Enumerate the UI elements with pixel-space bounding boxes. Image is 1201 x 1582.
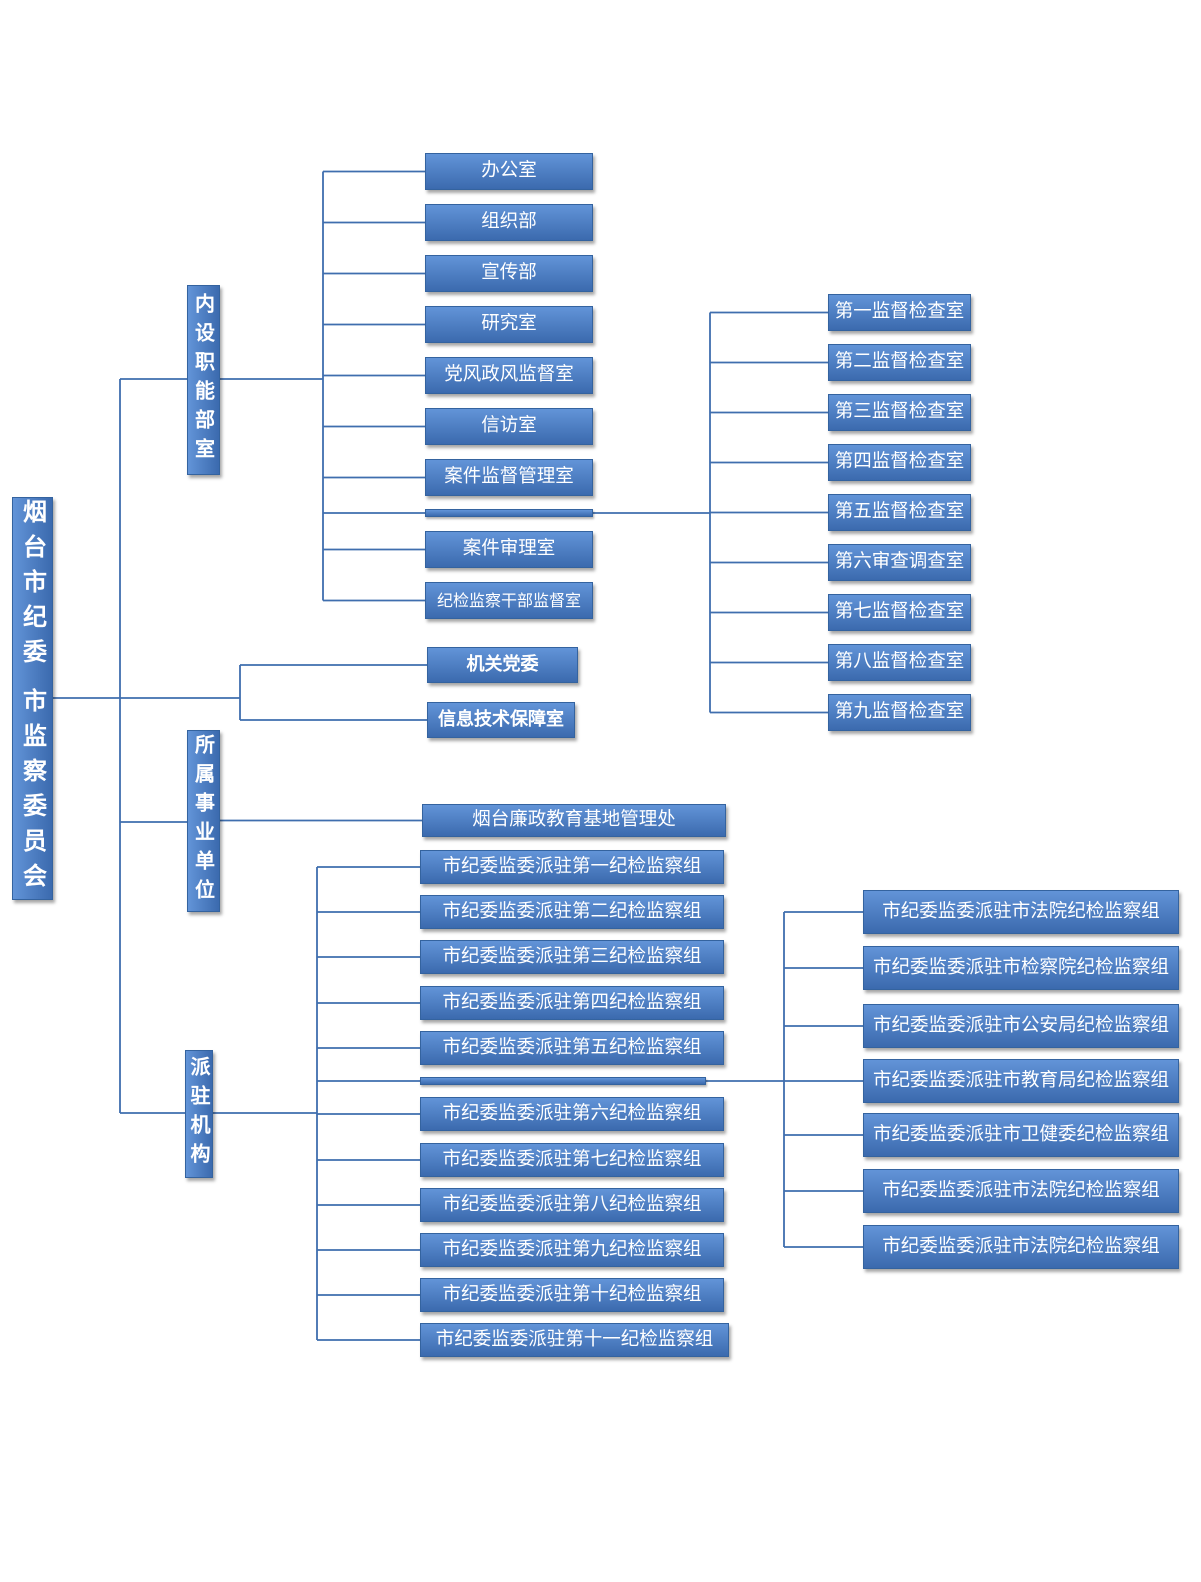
dispatched-body-node: 市纪委监委派驻市公安局纪检监察组 bbox=[863, 1004, 1179, 1048]
supervision-group-bar bbox=[425, 509, 593, 517]
root-node: 烟台市纪委 市监察委员会 bbox=[12, 497, 53, 900]
affiliated-units-label-text: 所属事业单位 bbox=[191, 734, 216, 908]
supervision-room-node: 第六审查调查室 bbox=[828, 544, 971, 581]
internal-dept-node: 研究室 bbox=[425, 306, 593, 343]
dispatched-body-node: 市纪委监委派驻市法院纪检监察组 bbox=[863, 1225, 1179, 1269]
dispatched-bodies-group-bar bbox=[420, 1077, 706, 1085]
dispatched-agency-node: 市纪委监委派驻第七纪检监察组 bbox=[420, 1143, 724, 1177]
affiliated-connector bbox=[120, 819, 422, 823]
supervision-room-node: 第三监督检查室 bbox=[828, 394, 971, 431]
affiliated-unit-node: 烟台廉政教育基地管理处 bbox=[422, 804, 726, 837]
supervision-room-node: 第九监督检查室 bbox=[828, 694, 971, 731]
supervision-room-node: 第一监督检查室 bbox=[828, 294, 971, 331]
dispatched-agency-node: 市纪委监委派驻第四纪检监察组 bbox=[420, 986, 724, 1020]
dispatched-agency-node: 市纪委监委派驻第十一纪检监察组 bbox=[420, 1323, 729, 1357]
dispatched-agency-node: 市纪委监委派驻第十纪检监察组 bbox=[420, 1278, 724, 1312]
dispatched-agency-node: 市纪委监委派驻第九纪检监察组 bbox=[420, 1233, 724, 1267]
supervision-room-node: 第八监督检查室 bbox=[828, 644, 971, 681]
internal-dept-node: 组织部 bbox=[425, 204, 593, 241]
supervision-room-node: 第四监督检查室 bbox=[828, 444, 971, 481]
internal-dept-node: 党风政风监督室 bbox=[425, 357, 593, 394]
direct-unit-node: 信息技术保障室 bbox=[427, 702, 575, 738]
dispatched-bodies-spine bbox=[783, 911, 863, 1248]
internal-dept-node: 信访室 bbox=[425, 408, 593, 445]
direct-units-connector bbox=[120, 664, 427, 721]
dispatched-agency-node: 市纪委监委派驻第三纪检监察组 bbox=[420, 940, 724, 974]
dispatched-spine bbox=[316, 866, 420, 1341]
internal-dept-node: 案件监督管理室 bbox=[425, 459, 593, 496]
dispatched-body-node: 市纪委监委派驻市教育局纪检监察组 bbox=[863, 1059, 1179, 1103]
internal-departments-label: 内设职能部室 bbox=[187, 285, 220, 475]
supervision-room-node: 第二监督检查室 bbox=[828, 344, 971, 381]
internal-dept-node: 办公室 bbox=[425, 153, 593, 190]
internal-dept-node: 纪检监察干部监督室 bbox=[425, 582, 593, 619]
dispatched-agency-node: 市纪委监委派驻第八纪检监察组 bbox=[420, 1188, 724, 1222]
root-name-part1: 烟台市纪委 bbox=[18, 499, 47, 674]
internal-dept-node: 宣传部 bbox=[425, 255, 593, 292]
dispatched-agency-node: 市纪委监委派驻第六纪检监察组 bbox=[420, 1097, 724, 1131]
supervision-room-node: 第五监督检查室 bbox=[828, 494, 971, 531]
dispatched-agencies-label: 派驻机构 bbox=[185, 1050, 213, 1178]
direct-unit-node: 机关党委 bbox=[427, 647, 578, 683]
internal-spine bbox=[322, 170, 425, 602]
root-name-part2: 市监察委员会 bbox=[18, 688, 47, 898]
dispatched-body-node: 市纪委监委派驻市检察院纪检监察组 bbox=[863, 946, 1179, 990]
dispatched-body-node: 市纪委监委派驻市卫健委纪检监察组 bbox=[863, 1113, 1179, 1157]
internal-departments-label-text: 内设职能部室 bbox=[191, 293, 216, 467]
dispatched-body-node: 市纪委监委派驻市法院纪检监察组 bbox=[863, 1169, 1179, 1213]
dispatched-body-node: 市纪委监委派驻市法院纪检监察组 bbox=[863, 890, 1179, 934]
affiliated-units-label: 所属事业单位 bbox=[187, 730, 220, 912]
internal-dept-node: 案件审理室 bbox=[425, 531, 593, 568]
supervision-spine bbox=[709, 311, 828, 714]
dispatched-agency-node: 市纪委监委派驻第一纪检监察组 bbox=[420, 850, 724, 884]
dispatched-agencies-label-text: 派驻机构 bbox=[187, 1056, 211, 1172]
dispatched-agency-node: 市纪委监委派驻第二纪检监察组 bbox=[420, 895, 724, 929]
dispatched-agency-node: 市纪委监委派驻第五纪检监察组 bbox=[420, 1031, 724, 1065]
supervision-room-node: 第七监督检查室 bbox=[828, 594, 971, 631]
